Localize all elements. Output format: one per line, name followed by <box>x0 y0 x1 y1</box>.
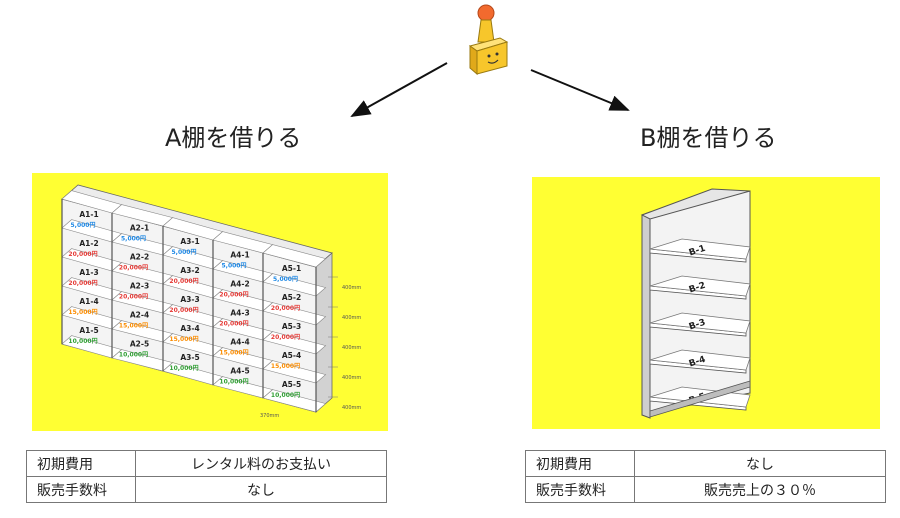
shelf-cell-price: 15,000円 <box>68 309 97 316</box>
shelf-cell-price: 20,000円 <box>169 307 198 314</box>
shelf-board-top <box>649 349 751 371</box>
table-key: 販売手数料 <box>26 476 136 503</box>
shelf-cell-price: 20,000円 <box>219 292 248 299</box>
shelf-board <box>262 244 327 268</box>
shelf-board-top <box>649 238 751 260</box>
arrow-to-a <box>350 62 448 117</box>
option-b-title: B棚を借りる <box>640 124 777 152</box>
shelf-cell-label: A1-3 <box>79 268 98 277</box>
shelf-cell-price: 20,000円 <box>271 305 300 312</box>
shelf-cell-label: A3-2 <box>180 266 199 275</box>
shelf-top <box>640 188 751 220</box>
shelf-base <box>649 380 751 418</box>
shelf-a-panel: A1-1 5,000円 A1-2 20,000円 A1-3 20,000円 A1-4 15,0… <box>32 173 388 431</box>
table-row: 販売手数料 なし <box>26 476 387 503</box>
shelf-cell-price: 15,000円 <box>271 363 300 370</box>
shelf-cell-price: 20,000円 <box>219 321 248 328</box>
shelf-cell-price: 20,000円 <box>271 334 300 341</box>
table-value: なし <box>135 476 387 503</box>
shelf-cell-price: 15,000円 <box>219 350 248 357</box>
table-value: なし <box>634 450 886 477</box>
shelf-a-illustration: A1-1 5,000円 A1-2 20,000円 A1-3 20,000円 A1-4 15,0… <box>61 184 361 419</box>
table-key: 初期費用 <box>525 450 635 477</box>
shelf-cell-price: 15,000円 <box>169 336 198 343</box>
shelf-cell-label: A3-4 <box>180 324 199 333</box>
shelf-cell-price: 10,000円 <box>119 352 148 359</box>
shelf-cell-label: A2-3 <box>130 282 149 291</box>
robot-mascot-icon <box>468 4 509 76</box>
shelf-cell-label: A2-5 <box>130 340 149 349</box>
shelf-cell-price: 5,000円 <box>71 222 96 229</box>
table-key: 販売手数料 <box>525 476 635 503</box>
shelf-cell-price: 10,000円 <box>271 392 300 399</box>
shelf-cell-price: 20,000円 <box>119 294 148 301</box>
option-a-table: 初期費用 レンタル料のお支払い 販売手数料 なし <box>26 450 387 503</box>
shelf-cell-label: A4-3 <box>230 309 249 318</box>
shelf-cell-price: 20,000円 <box>119 265 148 272</box>
table-row: 初期費用 レンタル料のお支払い <box>26 450 387 477</box>
shelf-cell-label: A5-2 <box>282 293 301 302</box>
shelf-board <box>262 331 327 355</box>
table-row: 初期費用 なし <box>525 450 886 477</box>
shelf-cell-price: 5,000円 <box>273 276 298 283</box>
shelf-cell-label: A3-1 <box>180 237 199 246</box>
shelf-cell-price: 5,000円 <box>121 236 146 243</box>
shelf-cell-label: A5-5 <box>282 380 301 389</box>
shelf-cell-price: 5,000円 <box>172 249 197 256</box>
width-dimension-label: 370mm <box>260 413 279 419</box>
shelf-cell-label: A1-1 <box>79 210 98 219</box>
shelf-board <box>262 360 327 384</box>
table-value: レンタル料のお支払い <box>135 450 387 477</box>
shelf-b-panel: B-1B-2B-3B-4B-5 <box>532 177 880 429</box>
shelf-b-label: B-1 <box>688 244 707 259</box>
shelf-board <box>262 273 327 297</box>
shelf-cell-label: A4-4 <box>230 338 249 347</box>
shelf-cell-price: 10,000円 <box>68 338 97 345</box>
shelf-back-panel <box>641 190 751 416</box>
shelf-cell-label: A2-1 <box>130 224 149 233</box>
shelf-cell-label: A2-4 <box>130 311 149 320</box>
shelf-cell-label: A4-5 <box>230 367 249 376</box>
shelf-cell-label: A3-3 <box>180 295 199 304</box>
shelf-cell-label: A5-1 <box>282 264 301 273</box>
table-value: 販売売上の３０％ <box>634 476 886 503</box>
shelf-cell-price: 20,000円 <box>68 280 97 287</box>
shelf-b-label: B-4 <box>688 355 707 370</box>
shelf-cell-label: A2-2 <box>130 253 149 262</box>
shelf-upright <box>641 211 651 419</box>
option-a-title: A棚を借りる <box>165 124 302 152</box>
dimension-label: 400mm <box>342 285 361 291</box>
shelf-board-top <box>649 275 751 297</box>
shelf-b-label: B-2 <box>688 281 707 296</box>
table-key: 初期費用 <box>26 450 136 477</box>
shelf-cell-label: A1-2 <box>79 239 98 248</box>
shelf-cell-label: A1-4 <box>79 297 98 306</box>
shelf-cell-label: A5-3 <box>282 322 301 331</box>
shelf-cell-price: 20,000円 <box>68 251 97 258</box>
shelf-board <box>262 389 327 413</box>
shelf-b-label: B-3 <box>688 318 707 333</box>
shelf-cell-label: A4-2 <box>230 280 249 289</box>
table-row: 販売手数料 販売売上の３０％ <box>525 476 886 503</box>
shelf-board-top <box>649 312 751 334</box>
shelf-cell-label: A5-4 <box>282 351 301 360</box>
shelf-cell-price: 20,000円 <box>169 278 198 285</box>
dimension-label: 400mm <box>342 315 361 321</box>
dimension-label: 400mm <box>342 345 361 351</box>
shelf-board <box>262 302 327 326</box>
shelf-cell-label: A1-5 <box>79 326 98 335</box>
dimension-label: 400mm <box>342 375 361 381</box>
branch-arrows <box>350 62 630 117</box>
shelf-cell-price: 5,000円 <box>222 263 247 270</box>
option-b-table: 初期費用 なし 販売手数料 販売売上の３０％ <box>525 450 886 503</box>
arrow-to-b <box>530 69 630 111</box>
dimension-label: 400mm <box>342 405 361 411</box>
shelf-cell-price: 10,000円 <box>169 365 198 372</box>
shelf-cell-price: 15,000円 <box>119 323 148 330</box>
shelf-cell-price: 10,000円 <box>219 379 248 386</box>
shelf-cell-label: A4-1 <box>230 251 249 260</box>
shelf-cell-label: A3-5 <box>180 353 199 362</box>
shelf-b-illustration: B-1B-2B-3B-4B-5 <box>640 188 751 419</box>
